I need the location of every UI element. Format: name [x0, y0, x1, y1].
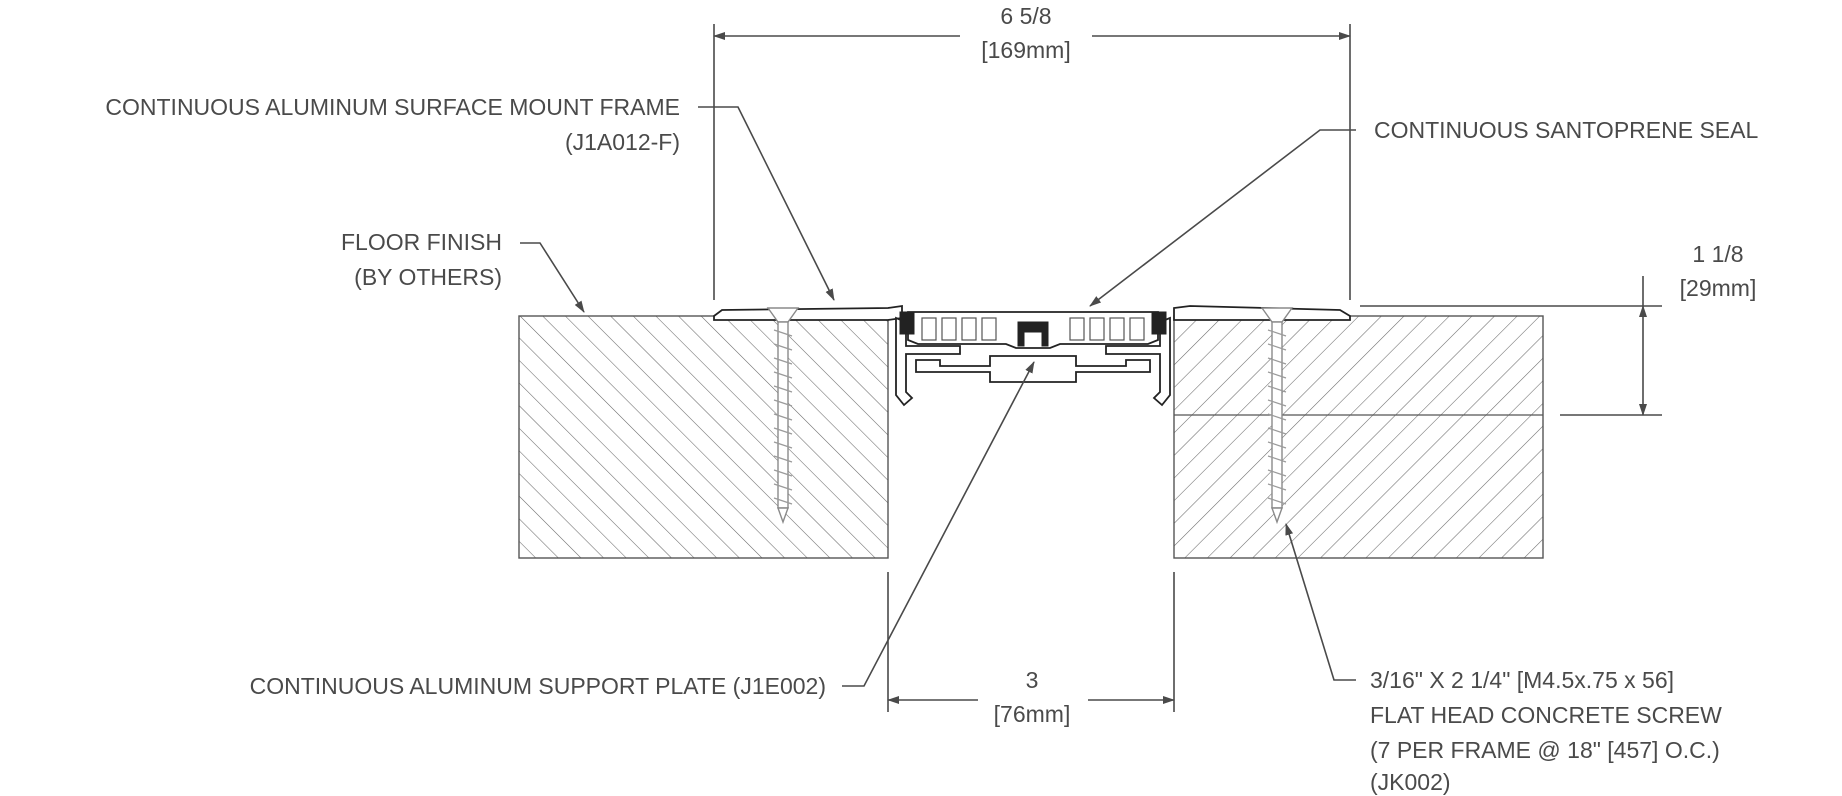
joint-gap-dimension: 3 [76mm] [887, 572, 1175, 727]
frame-label-line2: (J1A012-F) [565, 129, 680, 155]
floor-label-line1: FLOOR FINISH [341, 229, 502, 255]
joint-gap-mm: [76mm] [994, 701, 1071, 727]
depth-mm: [29mm] [1680, 275, 1757, 301]
left-screw [766, 307, 800, 525]
screw-label-line4: (JK002) [1370, 769, 1451, 795]
screw-label-line2: FLAT HEAD CONCRETE SCREW [1370, 702, 1722, 728]
santoprene-seal [899, 311, 1167, 349]
support-plate [915, 355, 1151, 383]
right-substrate [1173, 315, 1544, 559]
screw-callout: 3/16" X 2 1/4" [M4.5x.75 x 56] FLAT HEAD… [1285, 523, 1722, 795]
seal-callout: CONTINUOUS SANTOPRENE SEAL [1089, 117, 1758, 307]
overall-width-value: 6 5/8 [1000, 3, 1051, 29]
floor-label-line2: (BY OTHERS) [354, 264, 502, 290]
right-screw [1260, 307, 1294, 525]
joint-gap-value: 3 [1026, 667, 1039, 693]
plate-label: CONTINUOUS ALUMINUM SUPPORT PLATE (J1E00… [250, 673, 826, 699]
support-plate-callout: CONTINUOUS ALUMINUM SUPPORT PLATE (J1E00… [250, 361, 1035, 699]
overall-width-dimension: 6 5/8 [169mm] [713, 3, 1351, 300]
overall-width-mm: [169mm] [981, 37, 1070, 63]
frame-label-line1: CONTINUOUS ALUMINUM SURFACE MOUNT FRAME [105, 94, 680, 120]
frame-callout: CONTINUOUS ALUMINUM SURFACE MOUNT FRAME … [105, 94, 835, 301]
depth-dimension: 1 1/8 [29mm] [1360, 241, 1757, 416]
floor-finish-callout: FLOOR FINISH (BY OTHERS) [341, 229, 585, 313]
seal-label: CONTINUOUS SANTOPRENE SEAL [1374, 117, 1758, 143]
screw-label-line1: 3/16" X 2 1/4" [M4.5x.75 x 56] [1370, 667, 1674, 693]
screw-label-line3: (7 PER FRAME @ 18" [457] O.C.) [1370, 737, 1720, 763]
left-substrate [518, 315, 889, 559]
depth-value: 1 1/8 [1692, 241, 1743, 267]
